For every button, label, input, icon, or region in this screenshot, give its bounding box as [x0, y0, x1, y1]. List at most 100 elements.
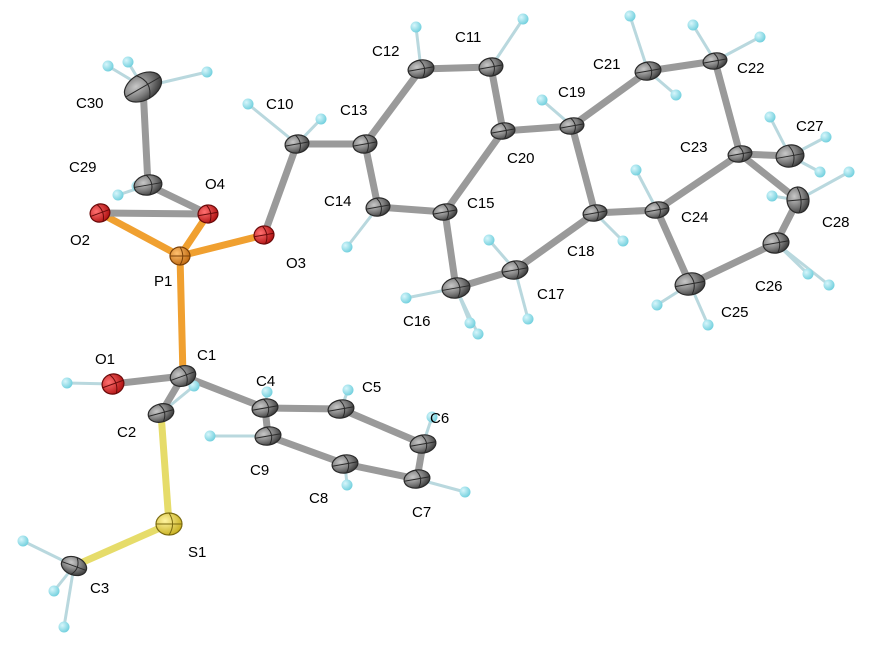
hydrogen-atom	[670, 89, 682, 101]
atom-c13	[352, 134, 378, 154]
atom-c23	[727, 145, 753, 163]
atom-label-c6: C6	[430, 410, 449, 427]
atom-label-c16: C16	[403, 313, 431, 330]
hydrogen-atom	[17, 535, 29, 547]
bond-c3-s1	[70, 520, 173, 570]
hydrogen-atom	[764, 111, 776, 123]
atom-label-c30: C30	[76, 95, 104, 112]
hydrogen-atom	[48, 585, 60, 597]
bond-c20-c15	[441, 127, 507, 216]
bond-c5-c6	[337, 405, 427, 448]
atom-label-o4: O4	[205, 176, 225, 193]
atom-label-c15: C15	[467, 195, 495, 212]
atom-label-c13: C13	[340, 102, 368, 119]
atom-c10	[284, 134, 310, 154]
bond-c23-c24	[653, 150, 744, 214]
atom-label-c5: C5	[362, 379, 381, 396]
bond-c24-c25	[653, 206, 694, 288]
hydrogen-atom	[426, 411, 438, 423]
hydrogen-atom	[242, 98, 254, 110]
atom-label-o2: O2	[70, 232, 90, 249]
atom-label-p1: P1	[154, 273, 172, 290]
atom-c16	[441, 277, 471, 299]
atom-label-c26: C26	[755, 278, 783, 295]
hydrogen-atom	[472, 328, 484, 340]
hydrogen-atom	[624, 10, 636, 22]
bond-c19-c21	[568, 67, 652, 130]
atom-label-c22: C22	[737, 60, 765, 77]
atom-c6	[409, 434, 437, 454]
atom-c1	[169, 365, 197, 387]
bond-c25-c26	[686, 239, 780, 288]
hydrogen-atom	[341, 479, 353, 491]
bonds-layer	[21, 14, 851, 629]
hydrogen-atom	[61, 377, 73, 389]
bond-o3-c10	[260, 140, 301, 239]
hydrogen-atom	[400, 292, 412, 304]
bond-o2-o4	[96, 209, 212, 218]
atom-c14	[365, 197, 391, 217]
hydrogen-atom	[517, 13, 529, 25]
atom-label-c14: C14	[324, 193, 352, 210]
atom-label-c4: C4	[256, 373, 275, 390]
atom-c17	[501, 260, 529, 280]
bond-c15-c16	[441, 208, 460, 292]
atom-label-c7: C7	[412, 504, 431, 521]
hydrogen-atom	[341, 241, 353, 253]
atom-label-c10: C10	[266, 96, 294, 113]
hydrogen-atom	[651, 299, 663, 311]
atom-c28	[786, 186, 810, 214]
atom-c18	[582, 204, 608, 222]
hydrogen-atom	[522, 313, 534, 325]
atom-c19	[559, 117, 585, 135]
hydrogen-atom	[814, 166, 826, 178]
hydrogen-atom	[617, 235, 629, 247]
atom-label-c21: C21	[593, 56, 621, 73]
bond-c18-c19	[568, 122, 599, 217]
hydrogen-atom	[410, 21, 422, 33]
hydrogen-atom	[823, 279, 835, 291]
hydrogen-atom	[204, 430, 216, 442]
atom-s1	[155, 512, 183, 536]
bond-c13-c12	[361, 65, 425, 148]
atom-c20	[490, 122, 516, 140]
hydrogen-atom	[483, 234, 495, 246]
atom-c3	[60, 555, 88, 577]
atom-o3	[253, 225, 275, 245]
bond-p1-o3	[176, 231, 268, 260]
bond-c11-c20	[487, 63, 507, 135]
atom-label-o3: O3	[286, 255, 306, 272]
atom-label-c9: C9	[250, 462, 269, 479]
hydrogen-atom	[315, 113, 327, 125]
atom-label-c11: C11	[455, 29, 481, 46]
hydrogen-atom	[820, 131, 832, 143]
hydrogen-atom	[201, 66, 213, 78]
atom-c30	[123, 71, 163, 103]
atom-c29	[133, 174, 163, 196]
atom-c8	[331, 454, 359, 474]
bond-c14-c13	[361, 140, 382, 211]
atom-p1	[169, 246, 191, 266]
atom-o4	[197, 204, 219, 224]
hydrogen-atom	[464, 317, 476, 329]
hydrogen-atom	[802, 268, 814, 280]
bond-c17-c18	[511, 209, 599, 274]
hydrogen-atom	[112, 189, 124, 201]
atom-c4	[251, 398, 279, 418]
hydrogen-atom	[536, 94, 548, 106]
atom-label-c25: C25	[721, 304, 749, 321]
hydrogen-atom	[342, 384, 354, 396]
hydrogen-atom	[754, 31, 766, 43]
bond-c29-c30	[139, 83, 152, 189]
atom-label-c20: C20	[507, 150, 535, 167]
atom-label-c18: C18	[567, 243, 595, 260]
h-bond-c3-10	[62, 564, 76, 629]
hydrogen-atom	[122, 56, 134, 68]
atom-label-c23: C23	[680, 139, 708, 156]
atom-label-c3: C3	[90, 580, 109, 597]
atom-o1	[101, 373, 125, 395]
atom-c25	[674, 272, 706, 296]
hydrogen-atom	[261, 386, 273, 398]
